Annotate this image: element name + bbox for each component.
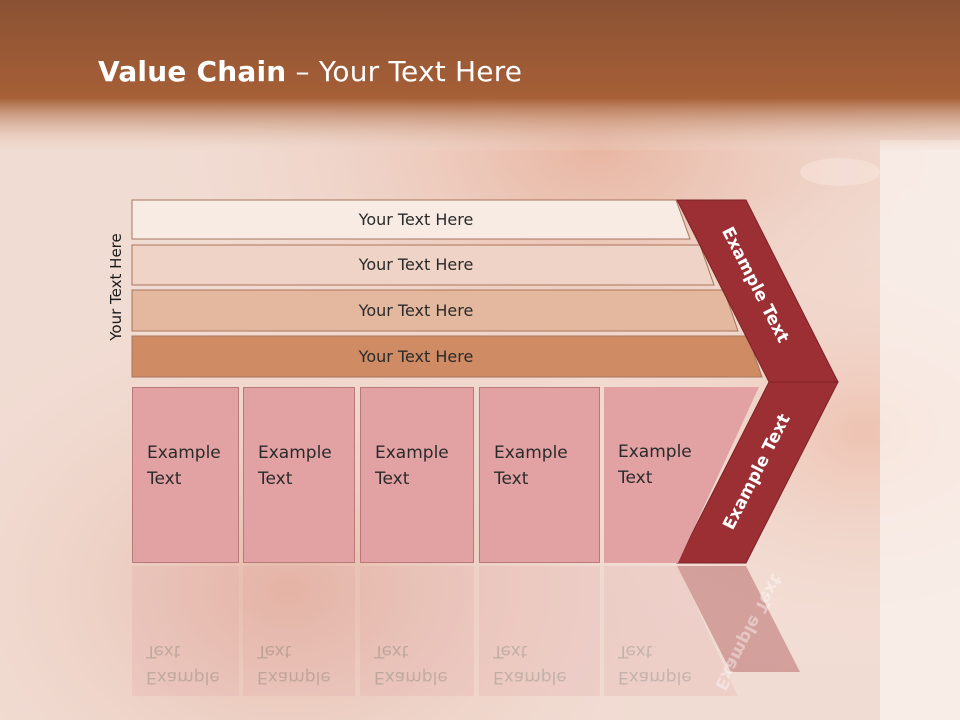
box-reflection-3: Example Text [360, 566, 474, 696]
row-label-3: Your Text Here [358, 300, 474, 320]
box-line1: Example [618, 667, 692, 687]
box-line1: Example [258, 443, 332, 463]
page-title: Value Chain – Your Text Here [98, 55, 522, 88]
row-label-4: Your Text Here [358, 346, 474, 366]
box-reflection-1: Example Text [132, 566, 239, 696]
chevron-lower [676, 381, 839, 564]
box-line2: Text [618, 641, 653, 661]
box-line1: Example [147, 443, 221, 463]
row-bar-3 [131, 289, 739, 332]
box-line2: Text [618, 468, 653, 488]
box-line2: Text [147, 469, 182, 489]
box-reflection-4: Example Text [479, 566, 600, 696]
row-bar-1 [131, 199, 691, 240]
box-line1: Example [375, 443, 449, 463]
row-bar-4 [131, 335, 763, 378]
box-line2: Text [258, 469, 293, 489]
box-reflection-text-5: Example Text [618, 638, 692, 690]
box-line1: Example [146, 667, 220, 687]
chevron-reflection [677, 566, 800, 672]
title-bold: Value Chain [98, 55, 287, 88]
box-line2: Text [374, 641, 409, 661]
box-line1: Example [618, 442, 692, 462]
box-reflection-text-3: Example Text [374, 638, 448, 690]
row-label-1: Your Text Here [358, 209, 474, 229]
box-reflection-2: Example Text [243, 566, 355, 696]
box-reflection-text-1: Example Text [146, 638, 220, 690]
box-line2: Text [494, 469, 529, 489]
box-reflection-text-2: Example Text [257, 638, 331, 690]
box-reflection-text-4: Example Text [493, 638, 567, 690]
box-line2: Text [257, 641, 292, 661]
box-line2: Text [493, 641, 528, 661]
box-line1: Example [257, 667, 331, 687]
row-label-2: Your Text Here [358, 255, 474, 274]
row-bar-2 [131, 244, 715, 286]
box-line2: Text [146, 641, 181, 661]
box-line1: Example [493, 667, 567, 687]
box-line1: Example [494, 443, 568, 463]
title-rest: – Your Text Here [286, 55, 523, 88]
box-line2: Text [375, 469, 410, 489]
box-line1: Example [374, 667, 448, 687]
